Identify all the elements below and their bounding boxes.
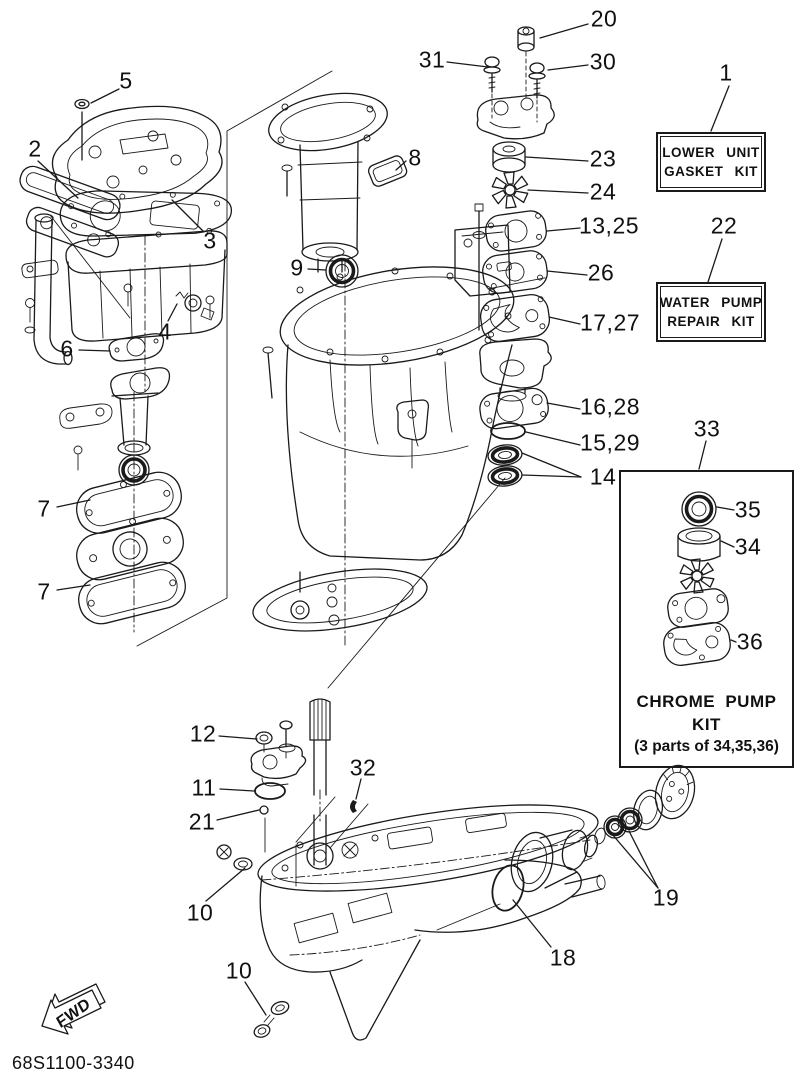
chrome-pump-kit-parts xyxy=(663,491,731,666)
callout-24: 24 xyxy=(589,178,617,205)
leader-lines xyxy=(37,23,737,1016)
callout-15-29: 15,29 xyxy=(579,429,641,456)
callout-30: 30 xyxy=(589,48,617,75)
callout-9: 9 xyxy=(290,254,304,281)
callout-6: 6 xyxy=(60,335,74,362)
callout-8: 8 xyxy=(408,144,422,171)
left-group xyxy=(19,98,232,633)
callout-35: 35 xyxy=(734,496,762,523)
fwd-arrow xyxy=(41,983,106,1035)
callout-33: 33 xyxy=(693,415,721,442)
kit-box-line: GASKET KIT xyxy=(664,164,758,179)
callout-10a: 10 xyxy=(186,899,214,926)
kit-box-line: LOWER UNIT xyxy=(662,145,760,160)
callout-10b: 10 xyxy=(225,957,253,984)
callout-31: 31 xyxy=(418,46,446,73)
callout-16-28: 16,28 xyxy=(579,393,641,420)
chrome-pump-kit-line3: (3 parts of 34,35,36) xyxy=(634,738,779,756)
callout-4: 4 xyxy=(158,318,172,345)
kit-box-lower-unit-gasket: LOWER UNIT GASKET KIT xyxy=(656,132,766,192)
callout-7a: 7 xyxy=(37,495,51,522)
callout-2: 2 xyxy=(28,135,42,162)
lower-unit-group xyxy=(216,698,696,1041)
callout-7b: 7 xyxy=(37,578,51,605)
kit-box-water-pump-repair-inner: WATER PUMP REPAIR KIT xyxy=(660,286,762,338)
kit-box-chrome-pump: CHROME PUMP KIT (3 parts of 34,35,36) xyxy=(619,470,794,768)
callout-32: 32 xyxy=(349,754,377,781)
diagram-code: 68S1100-3340 xyxy=(12,1053,135,1073)
callout-26: 26 xyxy=(587,259,615,286)
callout-13-25: 13,25 xyxy=(578,212,640,239)
kit-box-lower-unit-gasket-inner: LOWER UNIT GASKET KIT xyxy=(660,136,762,188)
callout-34: 34 xyxy=(734,533,762,560)
callout-17-27: 17,27 xyxy=(579,309,641,336)
chrome-pump-kit-line2: KIT xyxy=(692,715,721,735)
callout-12: 12 xyxy=(189,720,217,747)
callout-18: 18 xyxy=(549,944,577,971)
callout-20: 20 xyxy=(590,5,618,32)
kit-box-line: REPAIR KIT xyxy=(667,314,755,329)
chrome-pump-kit-line1: CHROME PUMP xyxy=(636,692,777,712)
callout-36: 36 xyxy=(736,628,764,655)
callout-14: 14 xyxy=(589,463,617,490)
callout-11: 11 xyxy=(191,774,217,801)
kit-box-line: WATER PUMP xyxy=(659,295,763,310)
group-boundary-lines xyxy=(136,70,506,689)
callout-23: 23 xyxy=(589,145,617,172)
callout-21: 21 xyxy=(188,808,216,835)
water-pump-column xyxy=(476,26,555,487)
center-group xyxy=(252,92,515,649)
kit-box-water-pump-repair: WATER PUMP REPAIR KIT xyxy=(656,282,766,342)
callout-3: 3 xyxy=(203,227,217,254)
callout-19: 19 xyxy=(652,884,680,911)
callout-5: 5 xyxy=(119,67,133,94)
callout-22: 22 xyxy=(710,212,738,239)
chrome-pump-kit-caption: CHROME PUMP KIT (3 parts of 34,35,36) xyxy=(621,691,792,758)
callout-1: 1 xyxy=(719,59,733,86)
